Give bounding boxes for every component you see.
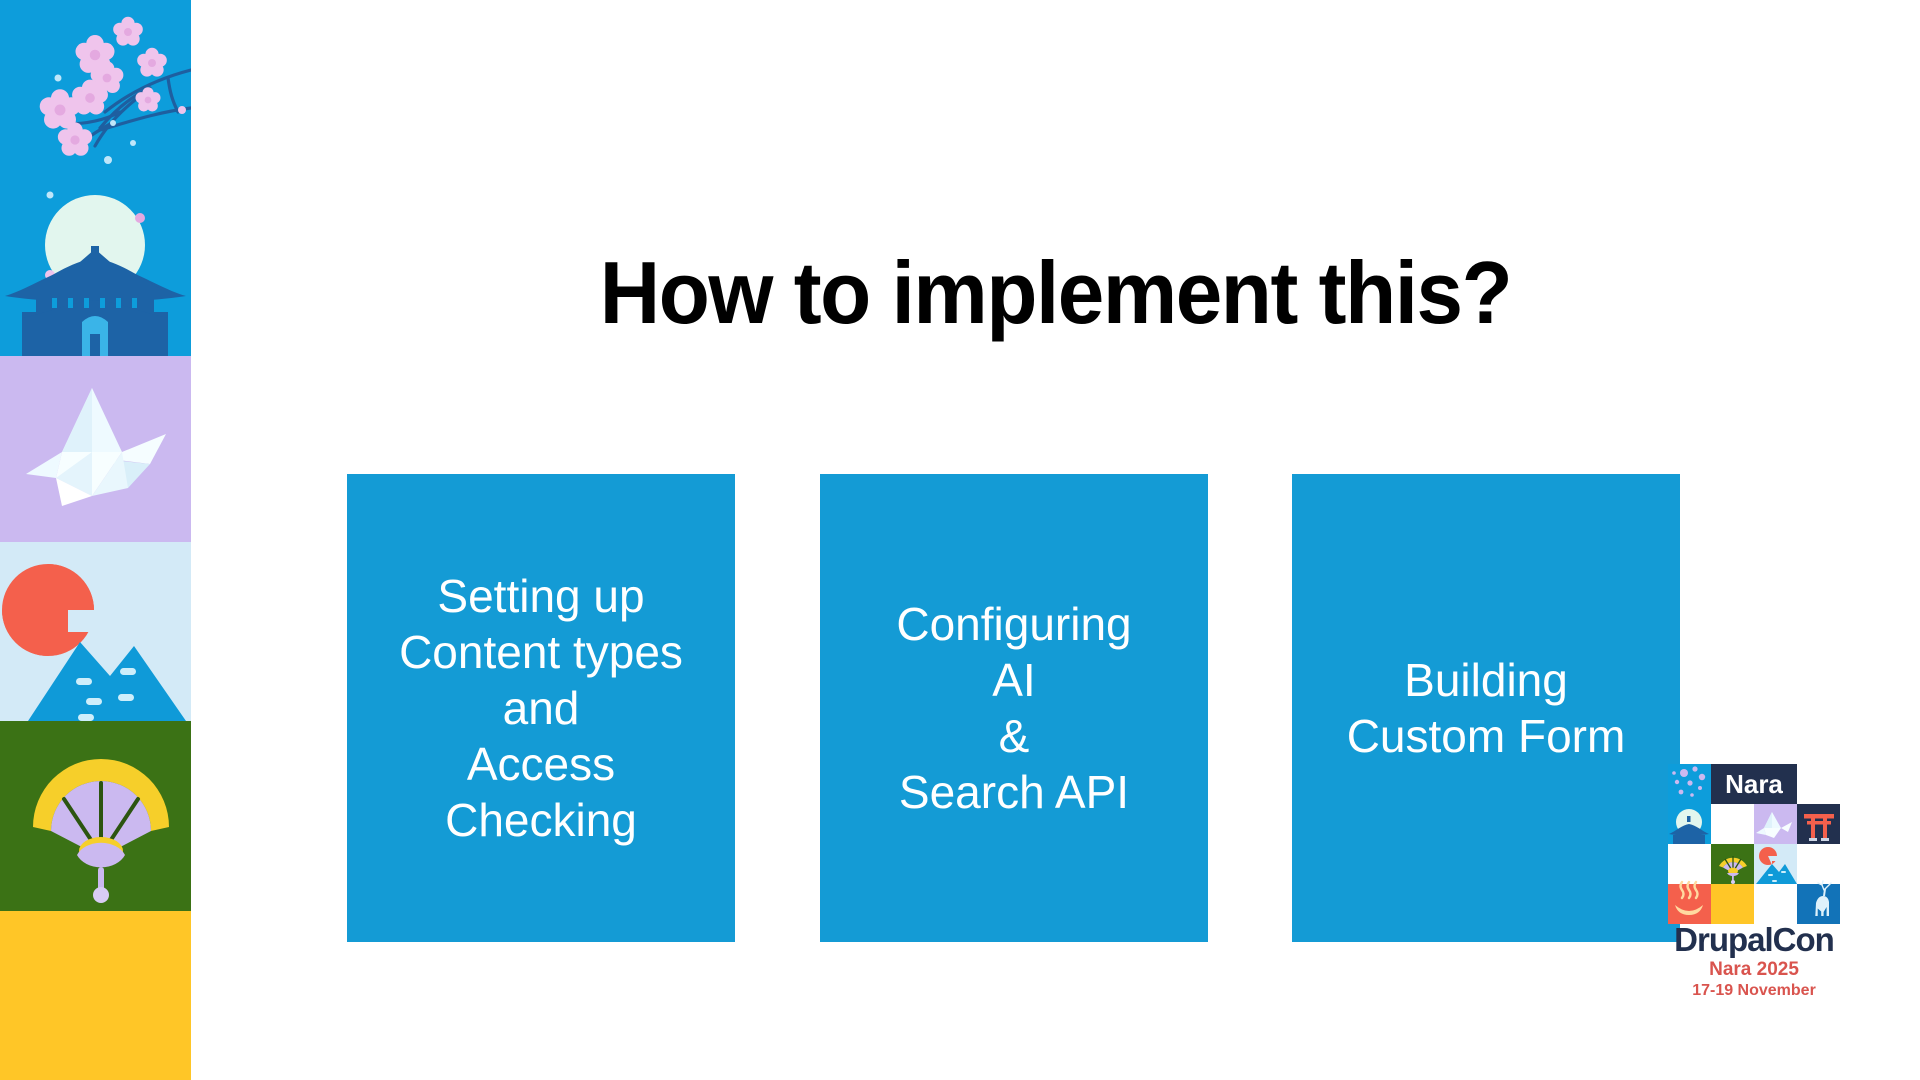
drupalcon-location-year: Nara 2025 (1709, 959, 1799, 980)
sakura-pagoda-moon-icon (0, 0, 191, 356)
drupalcon-logo-tile-grid: Nara (1668, 764, 1840, 924)
folding-fan-icon (0, 721, 191, 911)
nara-badge-label: Nara (1725, 769, 1783, 799)
sidebar-band-mount-fuji (0, 542, 191, 721)
drupalcon-wordmark: DrupalCon (1674, 921, 1835, 958)
step-box-ai-search-api[interactable]: Configuring AI & Search API (820, 474, 1208, 942)
page-title: How to implement this? (599, 242, 1513, 342)
step-box-custom-form[interactable]: Building Custom Form (1292, 474, 1680, 942)
nara-tile-mosaic-icon: Nara (1668, 764, 1840, 924)
sidebar-band-yellow (0, 911, 191, 1080)
nara-decorative-sidebar (0, 0, 191, 1080)
mount-fuji-sunrise-icon (0, 542, 191, 721)
drupalcon-dates: 17-19 November (1692, 982, 1816, 999)
sidebar-band-sakura-pagoda (0, 0, 191, 356)
step-box-content-types[interactable]: Setting up Content types and Access Chec… (347, 474, 735, 942)
yellow-block-icon (0, 911, 191, 1080)
sidebar-band-origami-crane (0, 356, 191, 542)
sidebar-band-folding-fan (0, 721, 191, 911)
origami-crane-icon (0, 356, 191, 542)
drupalcon-logo: Nara (1668, 764, 1840, 1029)
